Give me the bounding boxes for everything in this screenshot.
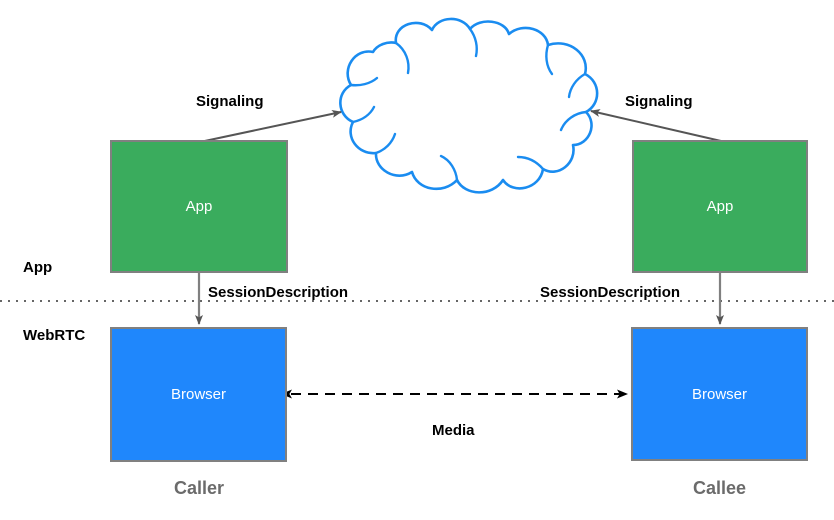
- node-callee-browser-label: Browser: [691, 385, 747, 403]
- actor-label-callee: Callee: [692, 478, 747, 498]
- edge-label-caller-sessiondescription: SessionDescription: [208, 284, 349, 301]
- node-callee-browser[interactable]: Browser: [631, 327, 808, 461]
- edge-label-media: Media: [432, 422, 475, 439]
- signaling-server-cloud: [339, 17, 599, 194]
- node-callee-app-label: App: [706, 198, 734, 215]
- layer-label-app: App: [23, 259, 53, 276]
- edge-label-callee-sessiondescription: SessionDescription: [540, 284, 681, 301]
- edge-callee-signaling: [590, 109, 722, 142]
- node-caller-app[interactable]: App: [110, 140, 288, 273]
- node-callee-app[interactable]: App: [632, 140, 808, 273]
- edge-label-caller-signaling: Signaling: [196, 93, 264, 110]
- edge-label-callee-signaling: Signaling: [625, 93, 693, 110]
- edge-caller-signaling: [199, 109, 342, 143]
- node-caller-browser[interactable]: Browser: [110, 327, 287, 462]
- node-caller-app-label: App: [185, 198, 213, 215]
- node-caller-browser-label: Browser: [170, 386, 226, 403]
- layer-label-webrtc: WebRTC: [23, 327, 86, 344]
- actor-label-caller: Caller: [173, 478, 225, 498]
